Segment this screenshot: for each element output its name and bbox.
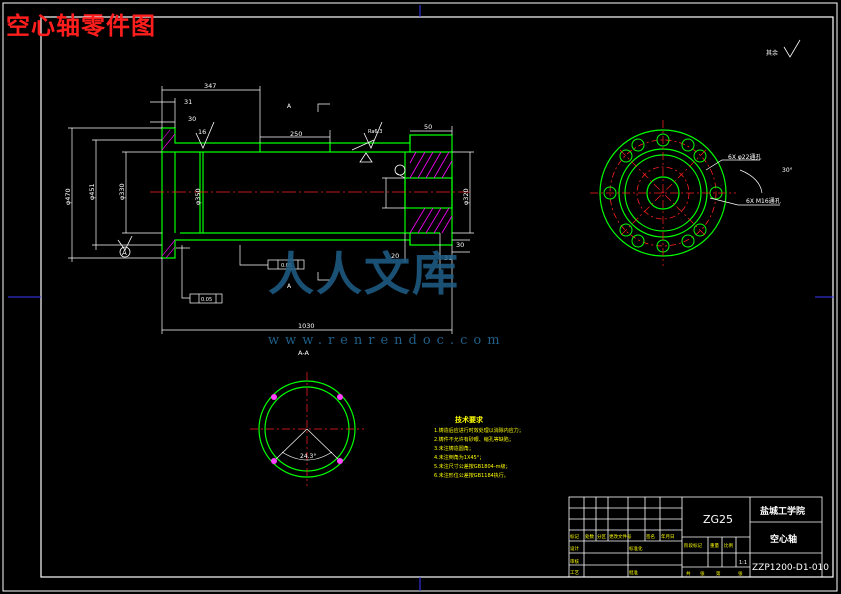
svg-text:A: A xyxy=(287,103,292,110)
dim-30: 30 xyxy=(188,115,196,123)
tech-requirements: 技术要求 1.铸造后应进行时效处理以消除内应力； 2.铸件不允许有砂眼、缩孔等缺… xyxy=(434,415,524,479)
other-roughness: 其余 xyxy=(766,49,778,57)
dim-dia451: φ451 xyxy=(88,183,96,200)
dim-1030: 1030 xyxy=(298,322,315,330)
dim-250: 250 xyxy=(290,130,302,138)
dim-50: 50 xyxy=(424,123,432,131)
watermark-logo: 人人文库 xyxy=(268,247,460,301)
dim-30b: 30 xyxy=(456,241,464,249)
angle-30: 30° xyxy=(782,167,793,174)
tol-perp: 0.05 xyxy=(281,263,292,269)
datum-a-letter: A xyxy=(122,249,127,257)
hatch-top xyxy=(409,151,453,179)
tech-req-item: 5.未注尺寸公差按GB1804-m级； xyxy=(434,463,510,470)
dim-dia330: φ330 xyxy=(118,183,126,200)
title-block: 标记 处数 分区 更改文件号 签名 年月日 设计 标准化 审核 工艺 批准 阶段… xyxy=(568,496,829,578)
tb-approve: 批准 xyxy=(629,569,638,576)
angle-243: 24.3° xyxy=(300,453,316,460)
datum-a-circle xyxy=(119,246,131,258)
holes-big-label: 6X M16通孔 xyxy=(746,197,781,205)
section-aa-view: 24.3° xyxy=(250,372,364,486)
dim-31: 31 xyxy=(184,98,192,106)
watermark-url: www.renrendoc.com xyxy=(268,333,506,348)
tech-req-item: 6.未注形位公差按GB1184执行。 xyxy=(434,472,509,479)
drawing-title: 空心轴零件图 xyxy=(6,12,156,40)
tb-row-label: 处数 xyxy=(585,533,594,540)
tb-of: 第 xyxy=(716,570,721,577)
frame-ticks xyxy=(8,5,834,591)
tb-material: ZG25 xyxy=(703,513,733,526)
hatch-bottom xyxy=(409,207,453,234)
tb-ratio: 比例 xyxy=(724,542,733,549)
tb-design: 设计 xyxy=(570,545,579,552)
tb-stage: 阶段标记 xyxy=(684,542,702,549)
tb-school: 盐城工学院 xyxy=(760,505,805,517)
tb-row-label: 标记 xyxy=(570,533,579,540)
tb-row-label: 更改文件号 xyxy=(609,533,632,540)
tb-weight: 重量 xyxy=(710,542,719,549)
dim-dia350: φ350 xyxy=(194,188,202,205)
dim-dia470: φ470 xyxy=(64,188,72,205)
section-label-aa: A-A xyxy=(298,349,310,357)
tb-row-label: 分区 xyxy=(597,533,606,540)
tb-row-label: 签名 xyxy=(646,533,655,540)
tb-process: 工艺 xyxy=(570,570,579,576)
dim-16: 16 xyxy=(198,128,206,136)
tech-req-item: 2.铸件不允许有砂眼、缩孔等缺陷； xyxy=(434,436,514,443)
tech-req-item: 4.未注倒角为1X45°； xyxy=(434,454,484,461)
tb-part-name: 空心轴 xyxy=(770,533,797,545)
tech-req-item: 1.铸造后应进行时效处理以消除内应力； xyxy=(434,427,524,434)
svg-text:A: A xyxy=(287,283,292,290)
side-view: 6X φ22通孔 6X M16通孔 30° 其余 xyxy=(590,49,793,266)
holes-small-label: 6X φ22通孔 xyxy=(728,153,761,161)
dim-20: 20 xyxy=(391,252,399,260)
tb-sheet: 张 xyxy=(700,570,705,577)
tb-drawing-no: ZZP1200-D1-010 xyxy=(752,563,829,573)
tb-row-label: 年月日 xyxy=(661,533,675,540)
tol-run: 0.05 xyxy=(201,297,212,303)
tb-sheet2: 张 xyxy=(738,570,743,577)
tb-standardize: 标准化 xyxy=(629,545,643,552)
dim-31b: 31 xyxy=(444,254,452,262)
dim-dia320: φ320 xyxy=(462,188,470,205)
tb-check: 审核 xyxy=(570,558,579,565)
dim-347: 347 xyxy=(204,82,216,90)
tb-scale: 1:1 xyxy=(739,560,747,566)
dim-ra63: Ra6.3 xyxy=(368,129,382,135)
main-section-view: A A A 347 31 30 250 50 1030 16 Ra6.3 20 … xyxy=(64,39,801,357)
tech-req-heading: 技术要求 xyxy=(455,415,484,424)
tech-req-item: 3.未注铸造圆角； xyxy=(434,445,474,452)
tb-sheets: 共 xyxy=(686,570,691,577)
